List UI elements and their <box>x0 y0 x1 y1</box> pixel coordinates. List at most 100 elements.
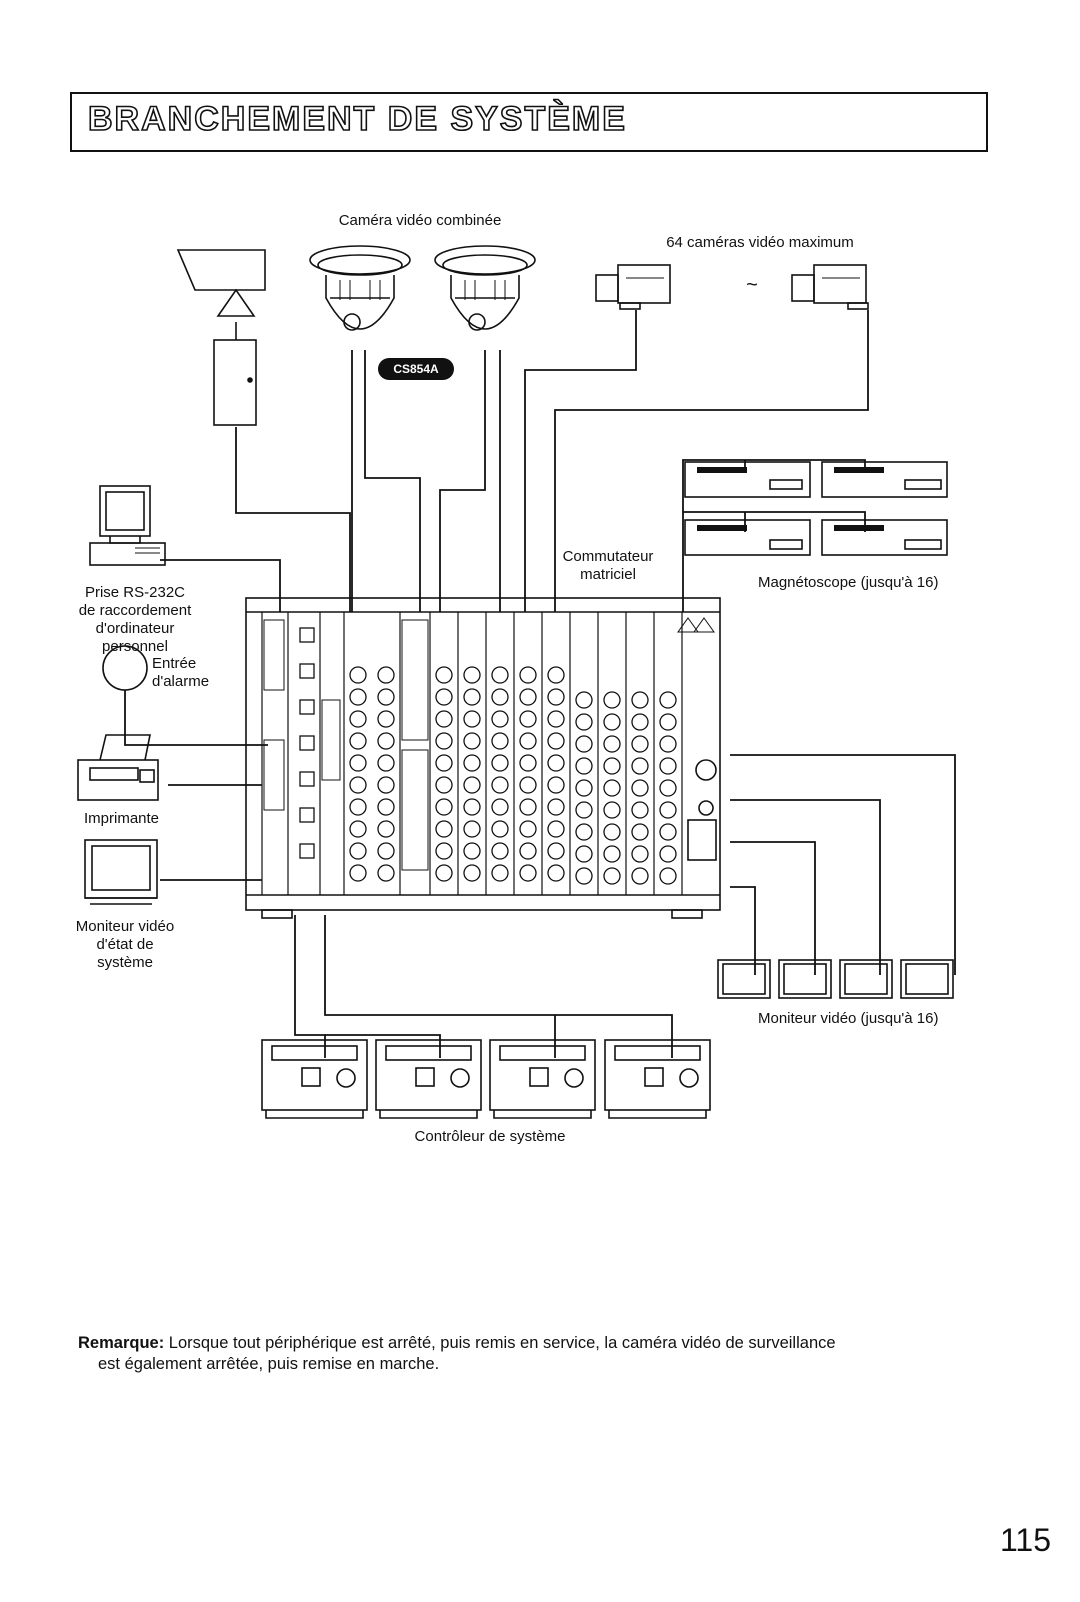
matrix-switcher-rack <box>245 597 721 919</box>
bnc-connector <box>377 820 395 838</box>
system-controller-1 <box>261 1039 368 1119</box>
receiver-unit <box>176 249 266 426</box>
video-monitor-label: Moniteur vidéo (jusqu'à 16) <box>758 1010 939 1027</box>
wire-computer <box>160 559 281 612</box>
bnc-connector <box>659 779 677 797</box>
bnc-connector <box>603 867 621 885</box>
bnc-connector <box>631 735 649 753</box>
rack-connectors <box>299 627 677 885</box>
bnc-connector <box>603 735 621 753</box>
bnc-connector <box>349 754 367 772</box>
bnc-connector <box>519 732 537 750</box>
bnc-connector <box>603 801 621 819</box>
bnc-connector <box>547 732 565 750</box>
bnc-connector <box>631 757 649 775</box>
bnc-connector <box>349 842 367 860</box>
bnc-connector <box>659 713 677 731</box>
bnc-connector <box>377 842 395 860</box>
bnc-connector <box>463 666 481 684</box>
bnc-connector <box>435 820 453 838</box>
video-monitors <box>717 959 954 999</box>
cameras-max-label: 64 caméras vidéo maximum <box>666 234 854 251</box>
bnc-connector <box>463 732 481 750</box>
alarm-input-icon <box>102 645 148 691</box>
rj-port <box>299 735 315 751</box>
rj-port <box>299 807 315 823</box>
wire-monitor-4 <box>730 754 956 975</box>
bnc-connector <box>631 691 649 709</box>
bnc-connector <box>435 864 453 882</box>
remark-line-1: Lorsque tout périphérique est arrêté, pu… <box>164 1334 836 1352</box>
bnc-connector <box>349 776 367 794</box>
bnc-connector <box>349 710 367 728</box>
controller-label: Contrôleur de système <box>414 1128 566 1145</box>
bnc-connector <box>659 845 677 863</box>
bnc-connector <box>519 864 537 882</box>
bnc-connector <box>603 713 621 731</box>
video-monitor-4 <box>900 959 954 999</box>
wire-controller-bus <box>324 915 673 1058</box>
wire-controller-1 <box>294 915 326 1058</box>
bnc-connector <box>377 864 395 882</box>
title-box: BRANCHEMENT DE SYSTÈME <box>70 92 988 152</box>
bnc-connector <box>377 666 395 684</box>
bnc-connector <box>377 776 395 794</box>
bnc-connector <box>575 867 593 885</box>
bnc-connector <box>463 710 481 728</box>
bnc-connector <box>519 820 537 838</box>
cs854a-badge-label: CS854A <box>393 362 439 376</box>
bnc-connector <box>519 776 537 794</box>
rs232-label: Prise RS-232C de raccordement d'ordinate… <box>78 584 192 655</box>
box-camera-1 <box>595 264 671 310</box>
bnc-connector <box>349 798 367 816</box>
vcr-4 <box>821 519 948 556</box>
wire-vcr-top <box>682 459 866 612</box>
bnc-connector <box>631 867 649 885</box>
bnc-connector <box>575 691 593 709</box>
printer-label: Imprimante <box>84 810 160 827</box>
wire-dome-camera-2 <box>439 350 486 612</box>
bnc-connector <box>377 732 395 750</box>
switcher-label: Commutateur matriciel <box>562 548 654 583</box>
bnc-connector <box>435 776 453 794</box>
bnc-connector <box>547 842 565 860</box>
system-controller-4 <box>604 1039 711 1119</box>
bnc-connector <box>491 820 509 838</box>
bnc-connector <box>631 713 649 731</box>
bnc-connector <box>349 666 367 684</box>
rj-port <box>299 627 315 643</box>
connection-wires <box>124 310 956 1058</box>
video-monitor-1 <box>717 959 771 999</box>
bnc-connector <box>491 864 509 882</box>
wire-monitor-3 <box>730 799 881 975</box>
bnc-connector <box>435 842 453 860</box>
bnc-connector <box>435 732 453 750</box>
page-number: 115 <box>1000 1522 1052 1558</box>
bnc-connector <box>519 710 537 728</box>
bnc-connector <box>575 823 593 841</box>
status-monitor <box>84 839 158 905</box>
alarm-label: Entrée d'alarme <box>152 655 210 690</box>
vcr-label: Magnétoscope (jusqu'à 16) <box>758 574 939 591</box>
remark-line-2: est également arrêtée, puis remise en ma… <box>98 1355 440 1373</box>
bnc-connector <box>603 779 621 797</box>
printer <box>77 734 159 801</box>
bnc-connector <box>659 801 677 819</box>
bnc-connector <box>463 798 481 816</box>
dome-camera-1 <box>309 245 411 331</box>
wire-monitor-2 <box>730 841 816 975</box>
bnc-connector <box>349 688 367 706</box>
vcr-1 <box>684 461 811 498</box>
wire-alarm <box>124 690 268 746</box>
bnc-connector <box>575 757 593 775</box>
bnc-connector <box>435 798 453 816</box>
personal-computer <box>89 485 166 566</box>
cs854a-badge <box>378 358 454 380</box>
bnc-connector <box>435 666 453 684</box>
box-camera-2 <box>791 264 869 310</box>
remark-note: Remarque: Lorsque tout périphérique est … <box>78 1333 998 1375</box>
bnc-connector <box>603 691 621 709</box>
video-monitor-2 <box>778 959 832 999</box>
bnc-connector <box>519 754 537 772</box>
vcr-group <box>684 461 948 556</box>
